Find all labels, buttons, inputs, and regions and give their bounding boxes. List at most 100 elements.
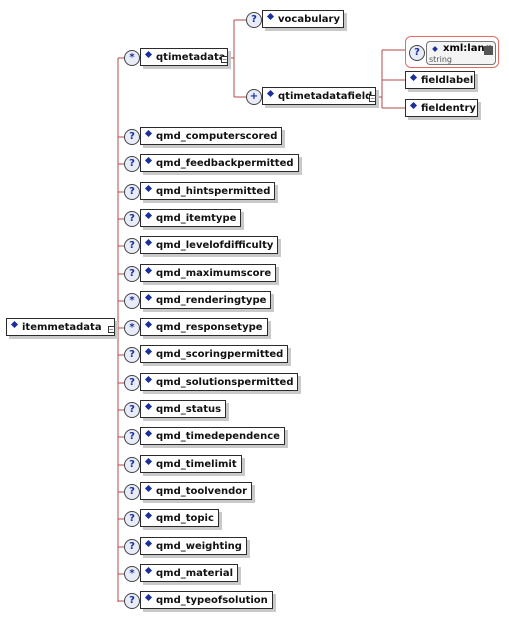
fieldlabel-node[interactable]: fieldlabel [405, 71, 475, 89]
element-node[interactable]: qmd_material [140, 564, 239, 582]
element-icon [10, 320, 19, 328]
element-label: qmd_hintspermitted [156, 185, 271, 197]
element-label: qmd_feedbackpermitted [156, 157, 294, 169]
itemmetadata-label: itemmetadata [22, 321, 102, 333]
element-label: qmd_maximumscore [156, 267, 272, 279]
element-node[interactable]: qmd_status [140, 400, 227, 418]
multiplicity-marker: * [124, 320, 140, 336]
element-label: qmd_computerscored [156, 130, 278, 142]
element-node[interactable]: qmd_weighting [140, 537, 247, 555]
multiplicity-marker: ? [124, 484, 140, 500]
element-icon [409, 73, 418, 81]
element-icon [144, 129, 153, 137]
element-icon [144, 211, 153, 219]
element-label: qmd_status [156, 403, 222, 415]
qtimetadata-label: qtimetadata [156, 51, 226, 63]
element-node[interactable]: qmd_hintspermitted [140, 182, 276, 200]
multiplicity-marker: ? [124, 156, 140, 172]
vocabulary-node[interactable]: vocabulary [262, 10, 344, 28]
element-icon [144, 511, 153, 519]
multiplicity-marker: ? [124, 238, 140, 254]
element-node[interactable]: qmd_responsetype [140, 318, 268, 336]
element-icon [144, 184, 153, 192]
element-icon [144, 539, 153, 547]
element-node[interactable]: qmd_timedependence [140, 427, 285, 445]
element-icon [144, 320, 153, 328]
element-label: qmd_typeofsolution [156, 594, 268, 606]
attribute-menu-icon[interactable] [484, 46, 493, 55]
element-node[interactable]: qmd_solutionspermitted [140, 373, 299, 391]
element-label: qmd_toolvendor [156, 485, 248, 497]
multiplicity-marker: ? [124, 211, 140, 227]
multiplicity-marker: ? [124, 593, 140, 609]
element-label: qmd_topic [156, 512, 214, 524]
element-icon [266, 89, 275, 97]
multiplicity-marker: ? [124, 457, 140, 473]
element-label: qmd_weighting [156, 540, 242, 552]
fieldentry-label: fieldentry [421, 102, 476, 114]
fieldentry-node[interactable]: fieldentry [405, 99, 478, 117]
qtimetadata-node[interactable]: qtimetadata − [140, 48, 228, 66]
attribute-type: string [429, 55, 452, 64]
element-label: qmd_timelimit [156, 458, 237, 470]
attribute-optional-marker: ? [409, 45, 425, 61]
element-node[interactable]: qmd_computerscored [140, 127, 283, 145]
multiplicity-marker: * [124, 293, 140, 309]
element-icon [144, 484, 153, 492]
expand-icon[interactable]: − [369, 95, 376, 102]
element-label: qmd_itemtype [156, 212, 237, 224]
element-node[interactable]: qmd_timelimit [140, 455, 242, 473]
element-icon [144, 238, 153, 246]
element-label: qmd_responsetype [156, 321, 263, 333]
qtimetadatafield-multiplicity-marker: + [246, 89, 262, 105]
vocabulary-label: vocabulary [278, 13, 340, 25]
element-icon [144, 347, 153, 355]
multiplicity-marker: ? [124, 375, 140, 391]
element-icon [144, 457, 153, 465]
expand-icon[interactable]: − [107, 326, 115, 333]
element-label: qmd_levelofdifficulty [156, 239, 274, 251]
element-label: qmd_scoringpermitted [156, 348, 284, 360]
attribute-icon [432, 46, 438, 52]
element-node[interactable]: qmd_itemtype [140, 209, 242, 227]
attribute-name: xml:lang [443, 43, 492, 54]
element-icon [266, 12, 275, 20]
element-node[interactable]: qmd_typeofsolution [140, 591, 273, 609]
element-icon [144, 429, 153, 437]
itemmetadata-node[interactable]: itemmetadata − [6, 318, 115, 336]
element-label: qmd_solutionspermitted [156, 376, 294, 388]
qtimetadatafield-node[interactable]: qtimetadatafield − [262, 87, 376, 105]
multiplicity-marker: * [124, 566, 140, 582]
element-label: qmd_timedependence [156, 430, 280, 442]
multiplicity-marker: ? [124, 511, 140, 527]
multiplicity-marker: ? [124, 429, 140, 445]
element-node[interactable]: qmd_levelofdifficulty [140, 236, 279, 254]
qtimetadatafield-label: qtimetadatafield [278, 90, 373, 102]
element-node[interactable]: qmd_renderingtype [140, 291, 272, 309]
element-node[interactable]: qmd_maximumscore [140, 264, 277, 282]
element-label: qmd_material [156, 567, 234, 579]
element-icon [144, 566, 153, 574]
element-icon [144, 375, 153, 383]
multiplicity-marker: ? [124, 129, 140, 145]
element-icon [144, 156, 153, 164]
element-icon [144, 293, 153, 301]
expand-icon[interactable]: − [221, 56, 228, 63]
element-node[interactable]: qmd_toolvendor [140, 482, 253, 500]
multiplicity-marker: ? [124, 539, 140, 555]
attribute-group: ? xml:lang string [405, 36, 499, 68]
element-icon [144, 593, 153, 601]
element-icon [144, 50, 153, 58]
fieldlabel-label: fieldlabel [421, 74, 474, 86]
element-node[interactable]: qmd_scoringpermitted [140, 345, 289, 363]
vocabulary-multiplicity-marker: ? [246, 12, 262, 28]
element-icon [144, 402, 153, 410]
xml-lang-attribute[interactable]: xml:lang string [426, 41, 496, 65]
multiplicity-marker: ? [124, 402, 140, 418]
element-node[interactable]: qmd_feedbackpermitted [140, 154, 299, 172]
element-label: qmd_renderingtype [156, 294, 267, 306]
element-node[interactable]: qmd_topic [140, 509, 219, 527]
element-icon [409, 101, 418, 109]
multiplicity-marker: ? [124, 266, 140, 282]
